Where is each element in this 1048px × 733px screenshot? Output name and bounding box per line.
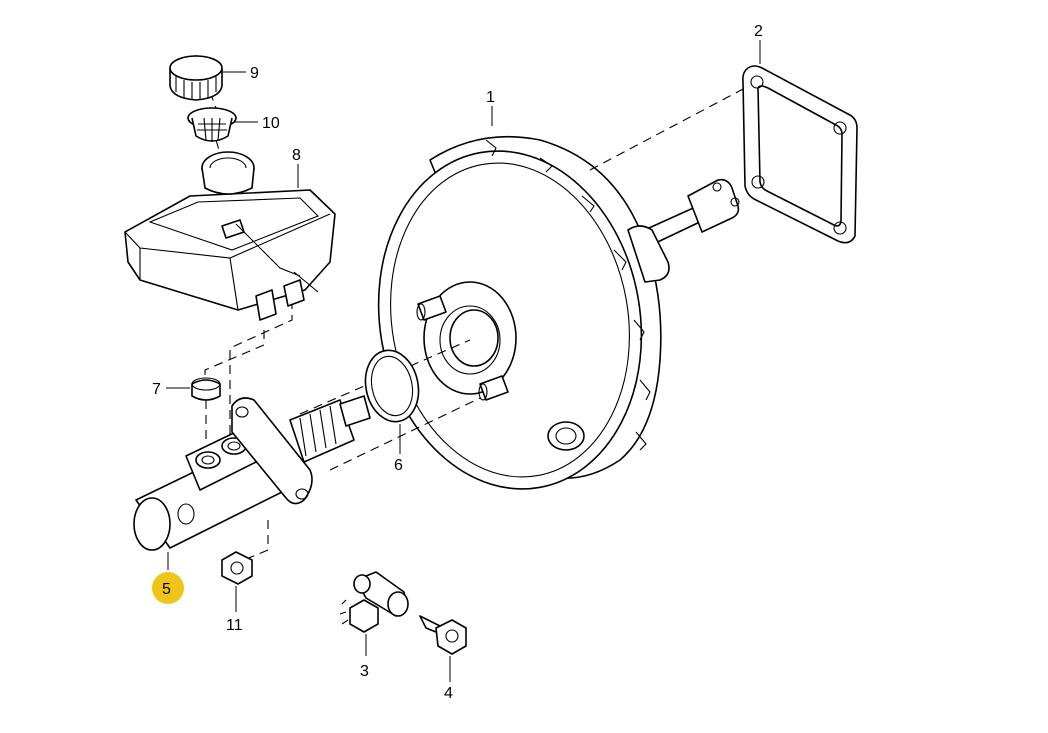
callout-9[interactable]: 9 [250,65,259,82]
alignment-line-servo-gasket [589,87,746,171]
part-8-reservoir[interactable] [124,151,336,321]
part-3-adapter[interactable] [339,571,409,633]
callout-7[interactable]: 7 [152,381,161,398]
part-6-o-ring[interactable] [359,345,425,426]
callout-4[interactable]: 4 [444,685,453,702]
callout-10[interactable]: 10 [262,115,280,132]
part-2-gasket[interactable] [742,65,858,244]
highlight-marker-5 [152,572,184,604]
callout-3[interactable]: 3 [360,663,369,680]
alignment-line-reservoir-seal [204,330,265,378]
callout-11[interactable]: 11 [226,617,243,634]
alignment-line-nut [243,520,269,561]
part-10-strainer[interactable] [187,107,237,142]
callout-5[interactable]: 5 [162,581,171,598]
part-9-reservoir-cap[interactable] [169,55,223,101]
part-1-brake-servo[interactable] [352,130,740,510]
part-4-bleed-screw[interactable] [419,615,467,655]
alignment-line-master-servo [329,397,481,471]
callout-6[interactable]: 6 [394,457,403,474]
part-11-nut[interactable] [221,551,253,585]
callout-2[interactable]: 2 [754,23,763,40]
part-7-seal[interactable] [191,377,221,401]
callout-1[interactable]: 1 [486,89,495,106]
callout-8[interactable]: 8 [292,147,301,164]
part-5-master-cylinder[interactable] [133,395,371,551]
